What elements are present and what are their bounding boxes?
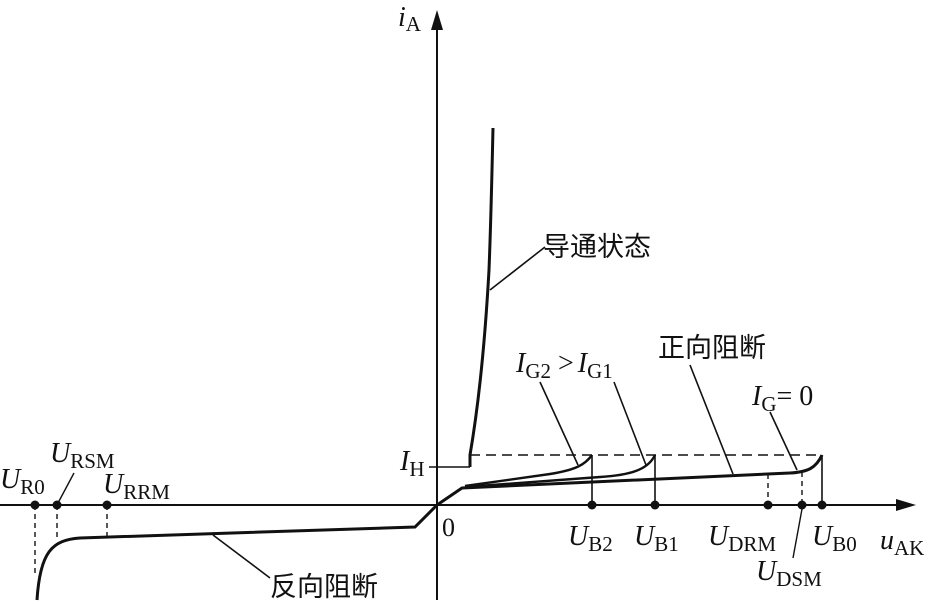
- udsm-leader: [792, 508, 803, 559]
- ig0-leader: [769, 411, 798, 471]
- udsm-label: UDSM: [756, 556, 822, 591]
- ub0-label: UB0: [812, 521, 857, 556]
- udrm-label: UDRM: [708, 521, 776, 556]
- on-state-label: 导通状态: [543, 232, 651, 263]
- y-axis-label: iA: [398, 2, 422, 36]
- forward-blocking-leader: [689, 364, 734, 475]
- ub2-label: UB2: [568, 521, 613, 556]
- gate-current-relation-label: IG2 >IG1: [515, 348, 613, 383]
- forward-blocking-curve-ig0: [436, 454, 824, 507]
- x-axis-label: uAK: [880, 525, 924, 560]
- ig2-leader: [539, 381, 579, 466]
- on-state-leader: [489, 246, 546, 291]
- holding-current-label: IH: [399, 446, 425, 481]
- reverse-blocking-label: 反向阻断: [270, 572, 378, 603]
- forward-blocking-label: 正向阻断: [658, 333, 766, 364]
- ig1-leader: [613, 381, 647, 466]
- urrm-point: [102, 500, 112, 510]
- reverse-blocking-curve: [35, 503, 439, 601]
- ur0-point: [30, 500, 40, 510]
- urrm-label: URRM: [103, 469, 170, 504]
- forward-blocking-curve-ig2: [464, 454, 593, 488]
- x-axis-arrow: [896, 499, 916, 511]
- ub1-point: [650, 500, 660, 510]
- udrm-point: [763, 500, 773, 510]
- ur0-label: UR0: [0, 464, 45, 499]
- ub0-point: [817, 500, 827, 510]
- origin-label: 0: [442, 513, 455, 542]
- reverse-blocking-leader: [212, 534, 271, 579]
- gate-zero-label: IG= 0: [751, 381, 813, 416]
- ub2-point: [587, 500, 597, 510]
- udsm-point: [797, 500, 807, 510]
- forward-blocking-curve-ig1: [464, 454, 657, 489]
- ursm-point: [52, 500, 62, 510]
- ub1-label: UB1: [634, 521, 679, 556]
- on-state-curve: [468, 127, 495, 467]
- ursm-leader: [57, 472, 75, 504]
- ursm-label: URSM: [50, 438, 115, 473]
- y-axis-arrow: [431, 10, 443, 30]
